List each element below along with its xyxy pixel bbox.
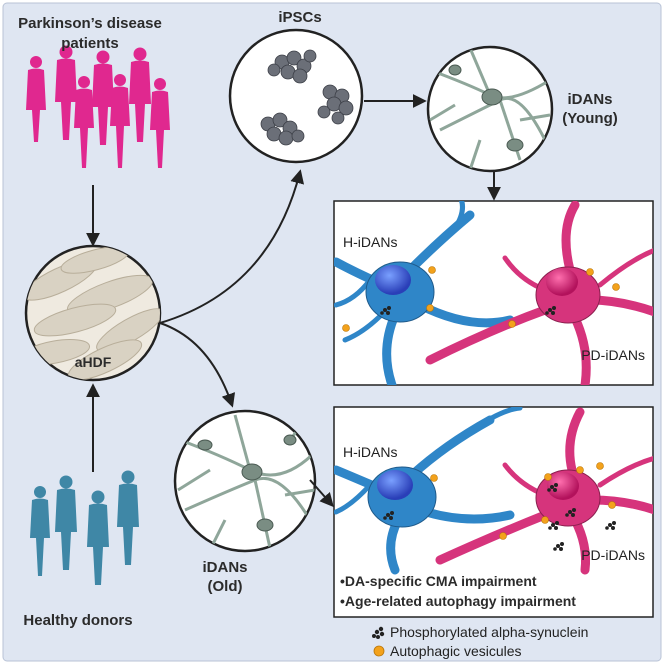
h-idans-top-label: H-iDANs [343,234,397,250]
arrow-old-to-panel [309,479,334,508]
arrow-ahdf-to-idans-old [159,322,236,408]
finding-cma-impairment: •DA-specific CMA impairment [340,573,537,589]
ahdf-circle [24,244,162,382]
h-idans-bottom-label: H-iDANs [343,444,397,460]
idans-old-circle [173,409,317,553]
pd-patients-label-line1: Parkinson’s disease [18,15,162,32]
finding-age-autophagy-impairment: •Age-related autophagy impairment [340,593,576,609]
pd-patients-label-line2: patients [61,35,119,52]
panel-old: H-iDANs PD-iDANs •DA-specific CMA impair… [333,406,654,618]
idans-young-label-line1: iDANs [567,91,612,108]
pd-idans-top-label: PD-iDANs [581,347,645,363]
legend-phospho-synuclein: Phosphorylated alpha-synuclein [390,624,588,640]
arrow-ahdf-to-ipscs [159,169,305,324]
synuclein-legend-icon [372,626,385,639]
vesicle-legend-icon [373,645,385,657]
healthy-donors-figures [30,470,139,585]
healthy-donors-label: Healthy donors [23,612,132,629]
panel-young [333,200,654,386]
pd-idans-bottom-label: PD-iDANs [581,547,645,563]
idans-young-circle [426,45,554,173]
ipscs-circle [228,28,364,164]
ipscs-label: iPSCs [278,9,321,26]
ahdf-label: aHDF [75,354,112,370]
idans-young-label-line2: (Young) [562,110,618,127]
idans-old-label-line1: iDANs [202,559,247,576]
legend-autophagic-vesicules: Autophagic vesicules [390,643,522,659]
pd-patients-figures [26,45,170,168]
idans-old-label-line2: (Old) [208,578,243,595]
legend: Phosphorylated alpha-synuclein Autophagi… [372,624,588,659]
